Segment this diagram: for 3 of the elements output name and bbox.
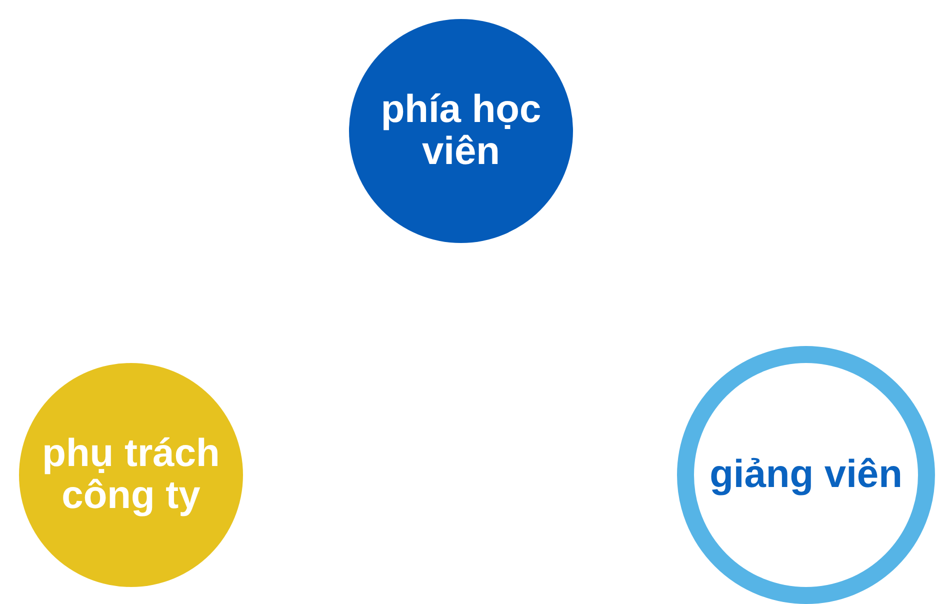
node-label: phụ trách công ty [41,432,221,518]
node-label: giảng viên [710,454,902,496]
node-label: phía học viên [380,88,542,174]
